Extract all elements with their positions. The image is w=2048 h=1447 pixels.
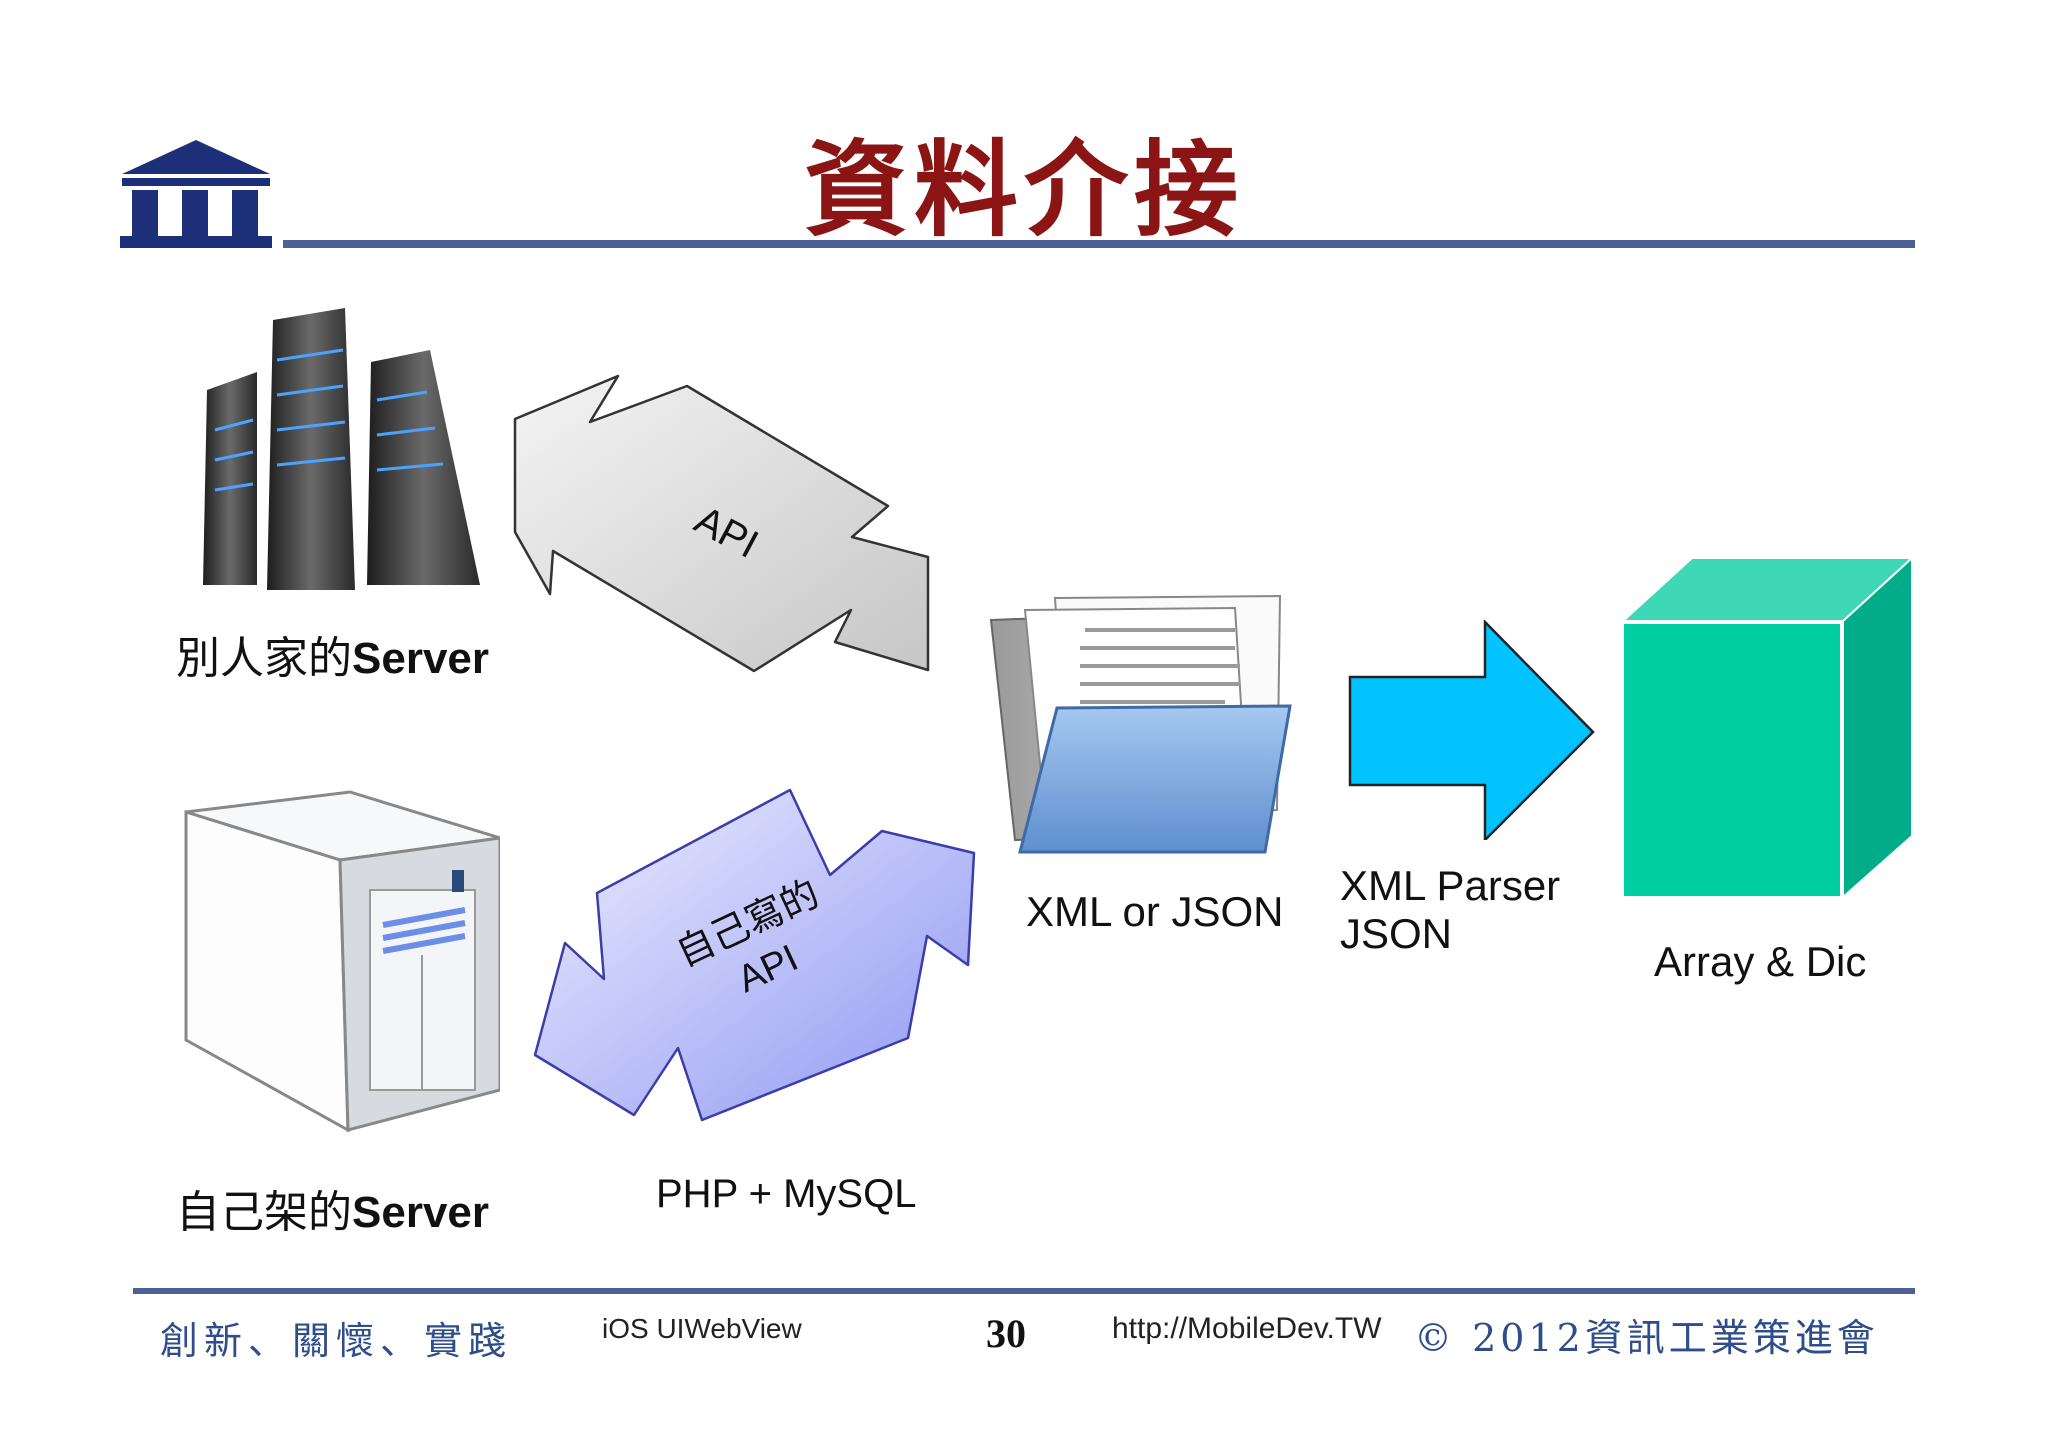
parser-label: XML Parser JSON	[1340, 862, 1560, 958]
remote-server-label: 別人家的Server	[176, 622, 489, 686]
open-folder-icon	[989, 594, 1292, 854]
cube-icon	[1619, 555, 1915, 901]
api-double-arrow: API	[513, 374, 930, 673]
slide-title: 資料介接	[803, 129, 1244, 251]
server-rack-icon	[203, 308, 480, 590]
footer-course: iOS UIWebView	[602, 1313, 802, 1344]
own-server-label-cjk: 自己架的	[176, 1188, 352, 1237]
tower-server-icon	[184, 790, 500, 1133]
institute-logo	[120, 140, 272, 248]
footer-rule	[133, 1288, 1915, 1294]
footer-page-number: 30	[986, 1311, 1026, 1356]
footer-url[interactable]: http://MobileDev.TW	[1112, 1312, 1382, 1345]
remote-server-label-cjk: 別人家的	[176, 634, 352, 683]
footer-motto: 創新、關懷、實踐	[160, 1319, 513, 1363]
parser-label-line1: XML Parser	[1340, 862, 1561, 909]
data-format-label: XML or JSON	[1026, 888, 1284, 935]
result-label: Array & Dic	[1654, 938, 1867, 985]
title-rule	[283, 240, 1915, 248]
own-api-double-arrow: 自己寫的 API	[533, 788, 976, 1122]
parser-label-line2: JSON	[1340, 910, 1453, 957]
parser-arrow	[1348, 620, 1595, 840]
remote-server-label-bold: Server	[352, 634, 490, 683]
own-server-label: 自己架的Server	[176, 1176, 489, 1240]
stack-note: PHP + MySQL	[656, 1172, 917, 1216]
own-server-label-bold: Server	[352, 1188, 490, 1237]
footer-copyright: © 2012資訊工業策進會	[1414, 1316, 1879, 1360]
